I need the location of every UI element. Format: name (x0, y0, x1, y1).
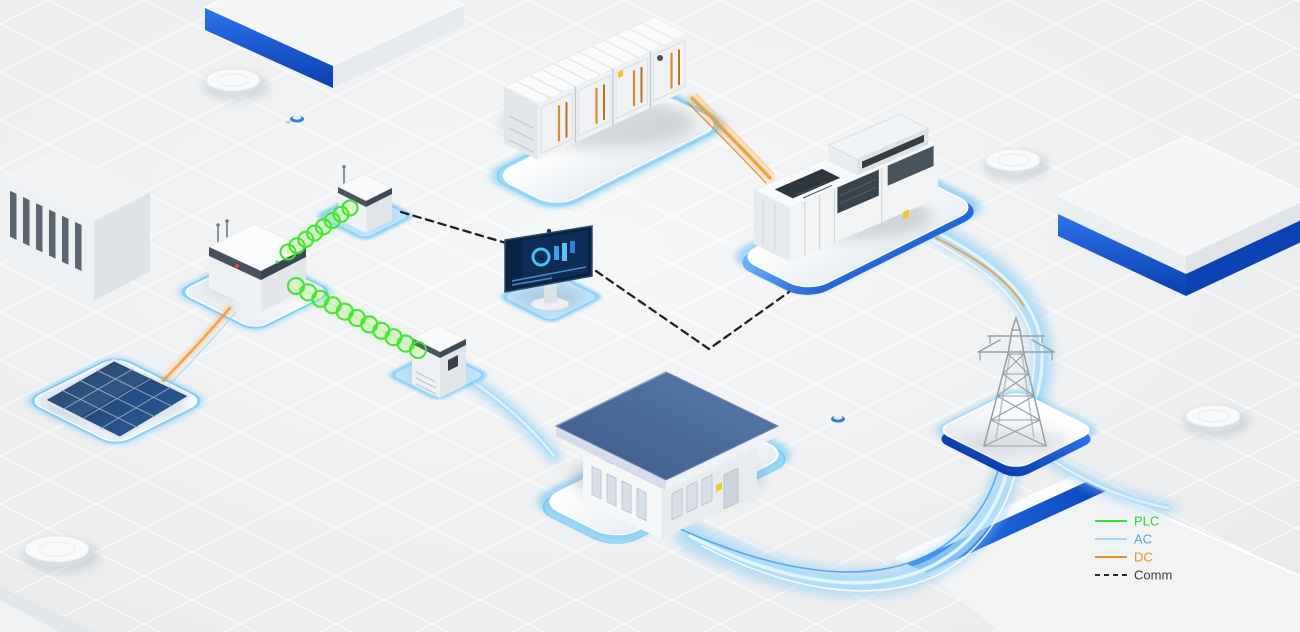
ac-ribbon-tower-to-slab (1044, 452, 1176, 516)
disc-mid-right (983, 148, 1049, 181)
pcs-end-seams (762, 200, 776, 250)
comm-links (399, 210, 791, 351)
container-roof-ribs (516, 22, 676, 99)
inverter-logo (235, 264, 239, 268)
legend-label-dc: DC (1134, 550, 1153, 565)
dc-flow-container-to-pcs (687, 93, 775, 184)
mini-marker-right (831, 415, 845, 423)
vent-slots (10, 190, 82, 271)
building-door (723, 467, 739, 510)
container-door-seams (574, 51, 652, 143)
container-door-handles (557, 49, 680, 142)
dashboard-sidebar (509, 241, 522, 288)
legend-label-plc: PLC (1134, 514, 1159, 529)
building-windows-left (591, 465, 647, 522)
inverter-band-left (209, 247, 261, 280)
pcs-top-grille (774, 168, 841, 199)
legend-label-comm: Comm (1134, 568, 1172, 583)
dashboard-bar-chart (554, 241, 575, 261)
pv-array (41, 358, 193, 440)
inverter-status-led (275, 260, 279, 264)
inverter-face-left (209, 247, 261, 312)
mini-marker-left (285, 115, 304, 124)
plc-coil-inverter-to-control-cabinet (286, 276, 428, 360)
container-door-panels (540, 39, 686, 155)
pcs-warning-sticker (903, 209, 909, 220)
pcs-front-seams (804, 168, 883, 256)
cabinet2-sign (448, 355, 458, 371)
dashboard-text-rows (511, 266, 587, 286)
power-conversion-station (752, 113, 940, 262)
tower-crossarm-lower (977, 339, 1055, 353)
dashboard-donut-chart (531, 247, 551, 267)
pcs-mesh-lines (838, 178, 878, 205)
pv-grid-lines (61, 368, 173, 429)
control-cabinet (410, 324, 468, 398)
container-logo (657, 55, 663, 61)
comm-link-cabinet-to-monitor (399, 210, 508, 245)
pcs-rooftop-unit (827, 113, 930, 176)
ac-ribbon-building-to-tower (675, 443, 1025, 598)
disc-bottom-left (23, 535, 99, 573)
tower-insulators (979, 335, 1053, 361)
container-end-vents (508, 115, 534, 153)
container-warning-sticker (618, 69, 623, 78)
building-eave-left (556, 426, 666, 490)
pv-sheen (44, 360, 150, 417)
legend: PLC AC DC Comm (1095, 514, 1172, 583)
building-windows-right (671, 473, 713, 521)
slab-bottom-left (0, 586, 96, 632)
cabinet2-vents (415, 371, 437, 395)
transmission-tower (977, 315, 1055, 447)
monitor-webcam (546, 228, 552, 234)
pcs-top-grille-lines (796, 181, 833, 199)
pcs-mesh-panel (837, 169, 879, 214)
slab-top-left (203, 0, 466, 88)
plant-building (554, 371, 780, 539)
slab-top-right (1056, 135, 1300, 296)
disc-right (1183, 404, 1249, 437)
comm-link-monitor-to-pcs (594, 269, 791, 351)
legend-label-ac: AC (1134, 532, 1152, 547)
stepped-block (0, 149, 150, 301)
disc-top-left (203, 68, 269, 101)
battery-storage-container (502, 16, 690, 160)
ac-ribbon-cabinet-to-building (456, 368, 562, 464)
monitoring-terminal (504, 225, 593, 311)
pcs-mesh-panel-right (887, 145, 934, 186)
plc-coil-inverter-to-comm-cabinet (279, 199, 359, 261)
building-eave-right (666, 426, 778, 490)
inverter-face-right (261, 248, 306, 312)
building-warning-sign (716, 482, 722, 492)
building-roof-ridge (555, 371, 667, 427)
